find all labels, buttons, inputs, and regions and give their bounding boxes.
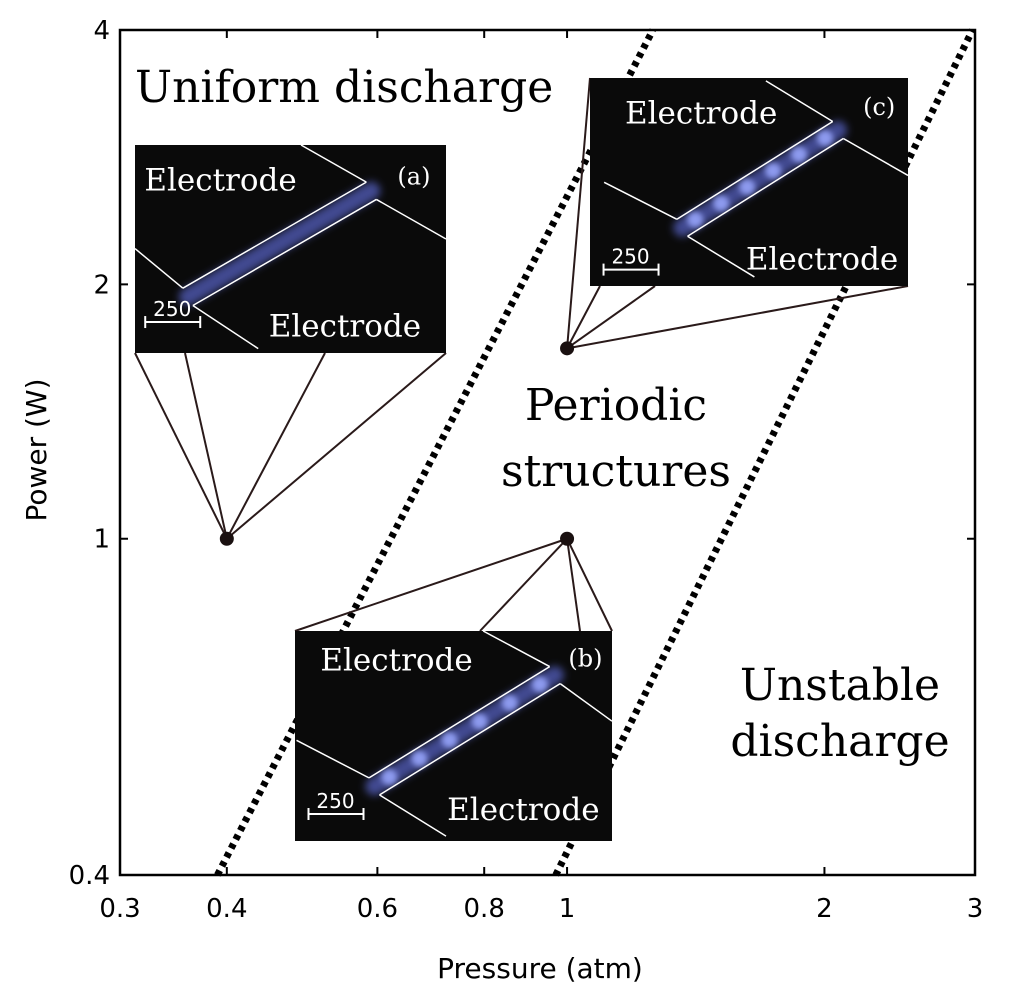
electrode-label-top: Electrode <box>144 162 296 198</box>
electrode-outline <box>134 248 184 289</box>
callout-line <box>225 352 326 540</box>
callout-line <box>566 538 581 632</box>
callout-line <box>566 77 591 349</box>
inset-tag-label: (b) <box>568 644 602 672</box>
bright-spot <box>441 732 458 749</box>
inset-tag-label: (a) <box>397 162 430 190</box>
callout-line <box>184 352 228 539</box>
callout-line <box>294 537 568 632</box>
x-tick-label: 1 <box>559 894 576 924</box>
bright-spot <box>531 676 548 693</box>
x-tick-label: 3 <box>967 894 984 924</box>
x-tick-label: 0.3 <box>99 894 140 924</box>
callout-line <box>566 285 656 350</box>
electrode-outline <box>559 683 613 722</box>
electrode-outline <box>379 794 447 837</box>
discharge-glow <box>178 181 381 306</box>
x-tick-label: 0.6 <box>357 894 398 924</box>
callout-line <box>566 285 909 350</box>
data-points <box>219 341 575 546</box>
boundary-line-2 <box>552 28 976 877</box>
scale-bar-label: 250 <box>611 245 649 269</box>
y-tick-label: 0.4 <box>69 861 110 891</box>
bright-spot <box>791 146 808 163</box>
bright-spot <box>411 750 428 767</box>
bright-spot <box>739 179 756 196</box>
electrode-outline <box>375 198 447 240</box>
plot-area-border <box>118 28 977 877</box>
region-label-3: discharge <box>730 716 949 767</box>
electrode-outline <box>192 304 259 350</box>
electrode-edge-bottom <box>192 198 377 307</box>
bright-spot <box>687 211 704 228</box>
region-label-2: Periodic <box>525 380 707 431</box>
bright-spot <box>817 130 834 147</box>
electrode-label-top: Electrode <box>320 642 472 678</box>
region-label-3: Unstable <box>740 660 940 711</box>
callout-line <box>566 285 601 349</box>
regime-boundaries <box>214 28 976 877</box>
data-point-c <box>560 341 575 356</box>
electrode-label-bottom: Electrode <box>269 309 421 345</box>
electrode-label-top: Electrode <box>625 95 777 131</box>
discharge-glow <box>365 666 564 796</box>
callout-line <box>226 352 447 540</box>
y-tick-label: 2 <box>93 270 110 300</box>
x-axis-title: Pressure (atm) <box>437 952 643 985</box>
electrode-edge-top <box>368 665 551 779</box>
discharge-insets: ElectrodeElectrode(a)250ElectrodeElectro… <box>134 78 909 841</box>
inset-tag-label: (c) <box>863 93 895 121</box>
electrode-label-bottom: Electrode <box>746 242 898 278</box>
bright-spot <box>501 694 518 711</box>
data-point-b <box>560 531 575 546</box>
electrode-outline <box>765 80 834 123</box>
electrode-outline <box>300 144 367 183</box>
electrode-outline <box>842 137 909 177</box>
scale-bar-label: 250 <box>316 789 354 813</box>
callout-line <box>479 538 568 632</box>
x-tick-label: 0.8 <box>464 894 505 924</box>
electrode-outline <box>603 181 678 220</box>
bright-spot <box>765 162 782 179</box>
bright-spot <box>471 713 488 730</box>
x-tick-label: 0.4 <box>206 894 247 924</box>
callout-line <box>566 538 613 632</box>
electrode-outline <box>482 630 551 668</box>
bright-spot <box>381 769 398 786</box>
data-point-a <box>219 531 234 546</box>
y-tick-label: 4 <box>93 16 110 46</box>
x-tick-label: 2 <box>816 894 833 924</box>
callout-line <box>134 352 228 540</box>
y-tick-label: 1 <box>93 525 110 555</box>
electrode-edge-bottom <box>687 137 844 237</box>
electrode-label-bottom: Electrode <box>447 792 599 828</box>
bright-spot <box>713 195 730 212</box>
plot-frame <box>118 28 977 877</box>
electrode-outline <box>687 235 755 278</box>
inset-callout-lines <box>134 77 909 632</box>
electrode-outline <box>296 739 370 779</box>
boundary-line-1 <box>214 28 656 877</box>
scale-bar-label: 250 <box>153 297 191 321</box>
electrode-edge-bottom <box>379 682 561 796</box>
discharge-glow <box>673 121 848 237</box>
y-axis-title: Power (W) <box>20 378 53 521</box>
electrode-edge-top <box>676 120 834 220</box>
region-label-1: Uniform discharge <box>135 62 553 113</box>
electrode-edge-top <box>182 181 367 289</box>
region-label-2: structures <box>501 446 731 497</box>
